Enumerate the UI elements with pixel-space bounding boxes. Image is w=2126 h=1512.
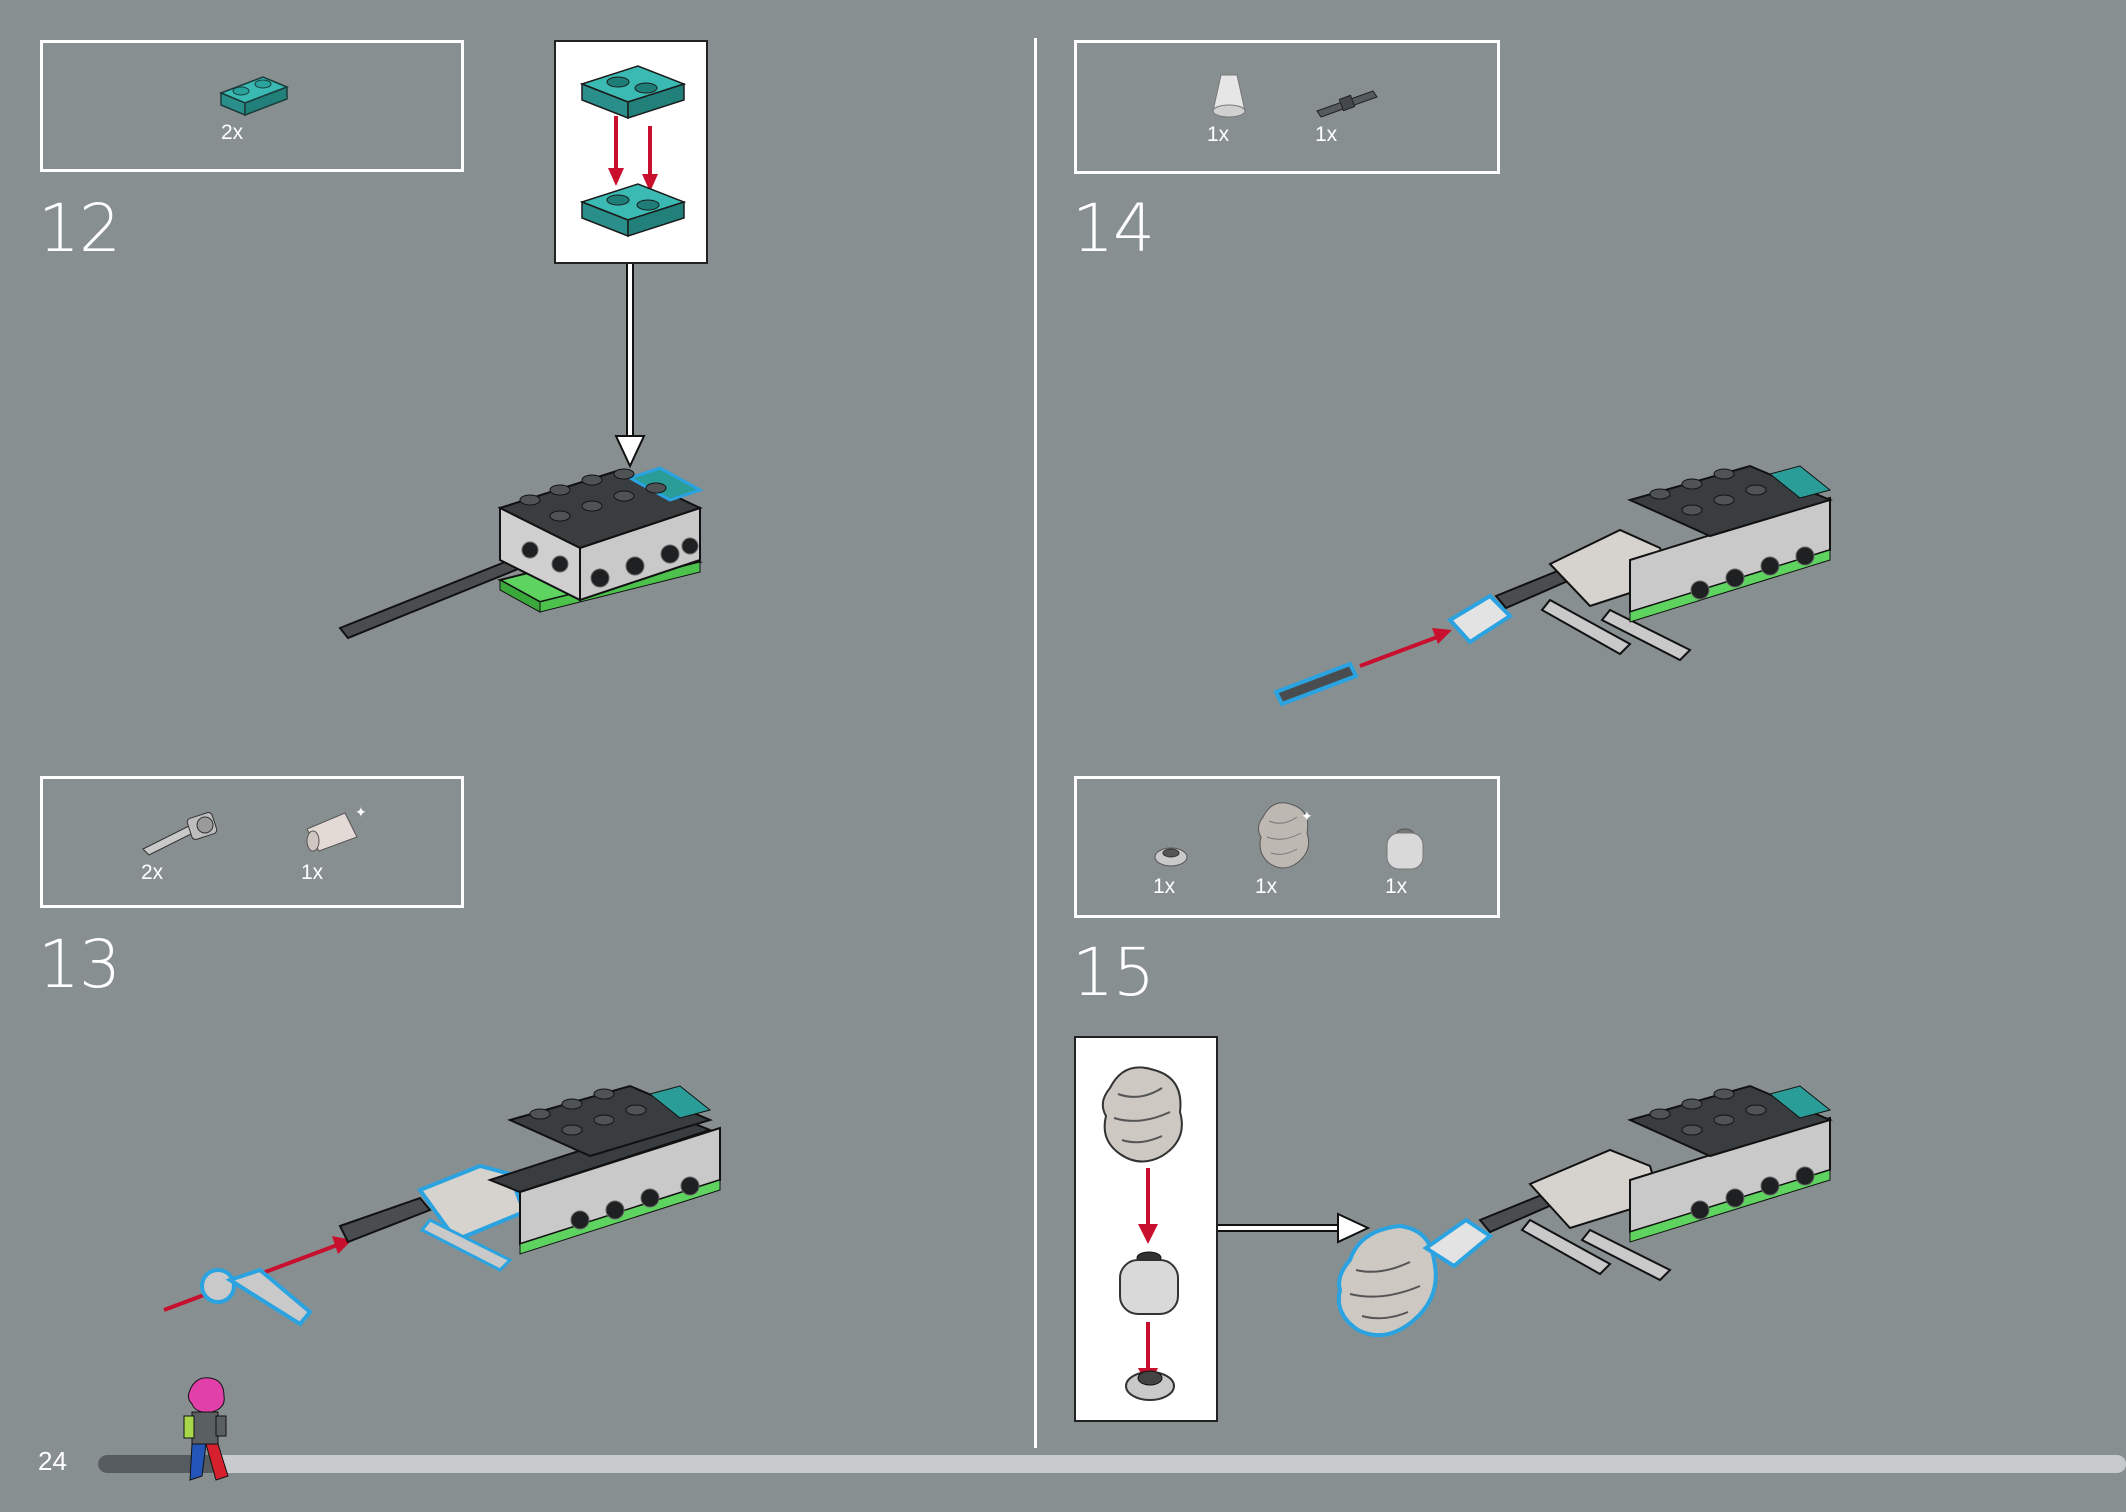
minifig-head-icon [1119,1251,1179,1315]
part-qty: 1x [1255,875,1278,898]
hair-piece-icon: ✦ [1257,802,1313,869]
model-assembly-step-13 [163,1084,721,1327]
part-qty: 1x [1385,875,1408,898]
parts-list-step-12: 2x [40,40,464,172]
step-number-14: 14 [1072,190,1155,267]
minifigure-mascot-icon [183,1377,229,1481]
part-qty: 1x [301,861,324,884]
svg-text:✦: ✦ [355,804,367,820]
round-plate-icon [1125,1370,1175,1401]
page-divider [1034,38,1037,1448]
part-qty: 2x [141,861,164,884]
hair-piece-icon [1101,1066,1183,1163]
light-bluish-gray-cone-icon: ✦ [306,804,367,852]
model-assembly-step-15 [1336,1084,1833,1338]
part-qty: 1x [1153,875,1176,898]
placement-arrow-icon [1218,1212,1371,1244]
placement-arrow-icon [614,264,646,469]
part-qty: 1x [1207,123,1230,146]
svg-text:✦: ✦ [1301,808,1313,824]
part-qty: 2x [221,121,244,144]
white-cone-icon [1212,74,1246,118]
sub-assembly-callout [1074,1036,1218,1422]
parts-list-step-14: 1x 1x [1074,40,1500,174]
progress-fill [98,1455,220,1473]
technic-connector-icon [142,812,218,856]
arrow-red-icon [608,116,658,192]
teal-plate-top-icon [579,65,687,120]
teal-plate-bottom-icon [579,183,687,238]
round-plate-icon [1154,847,1188,867]
arrow-red-icon [1138,1168,1158,1244]
model-assembly-step-14 [1273,464,1833,707]
part-qty: 1x [1315,123,1338,146]
step-number-13: 13 [38,926,121,1003]
page-number: 24 [38,1446,67,1476]
step-number-15: 15 [1072,934,1155,1011]
progress-track [98,1455,2126,1473]
dark-gray-bar-icon [1316,90,1378,118]
teal-plate-1x2-icon [218,76,290,117]
minifig-head-icon [1386,828,1424,870]
step-number-12: 12 [38,190,121,267]
parts-list-step-13: 2x ✦ 1x [40,776,464,908]
parts-list-step-15: 1x ✦ 1x 1x [1074,776,1500,918]
sub-assembly-callout [554,40,708,264]
model-assembly-step-12 [338,466,704,640]
